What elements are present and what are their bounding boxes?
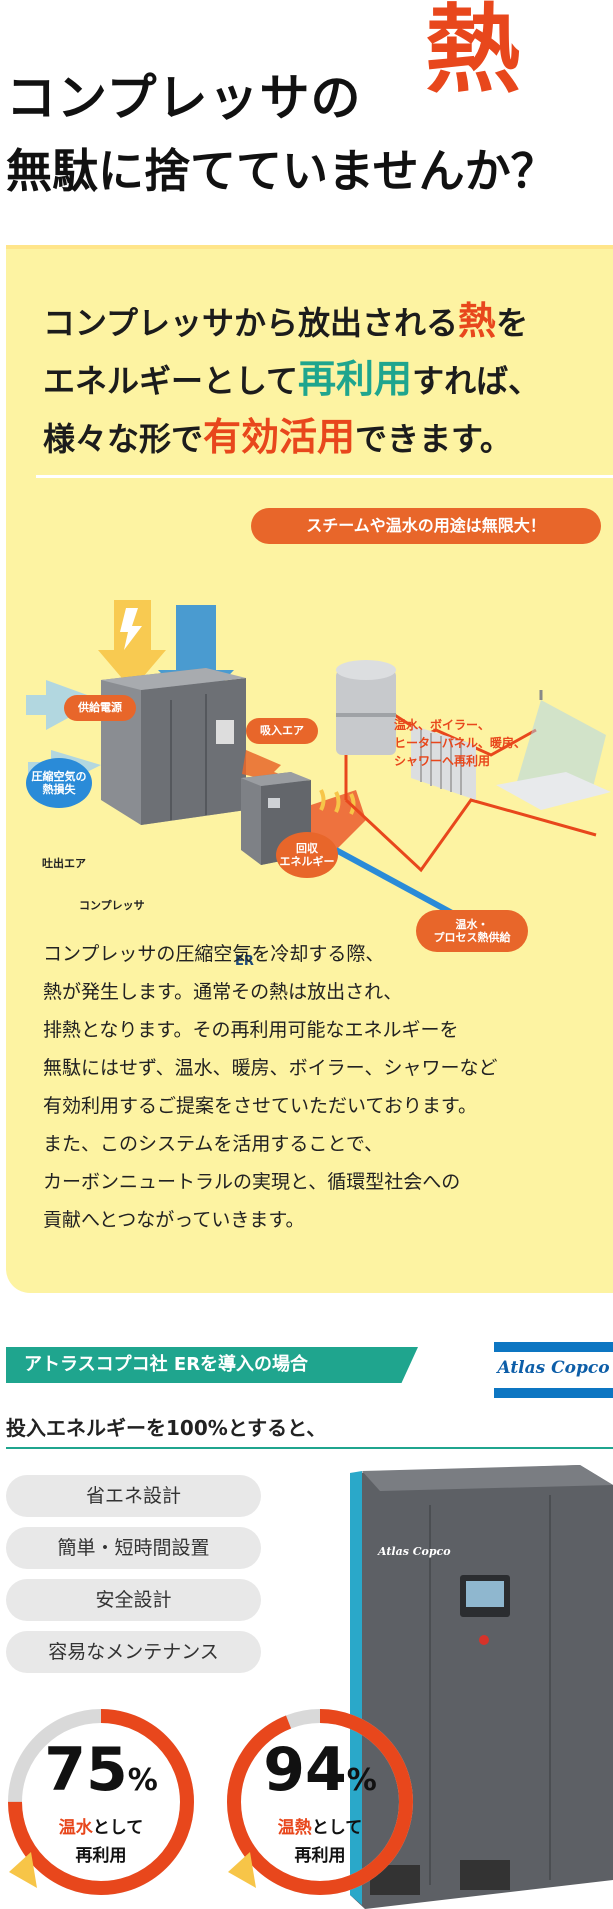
- lead-underline: [6, 1447, 613, 1449]
- boiler-icon: [336, 670, 396, 755]
- arrow-tip-icon: [228, 1852, 256, 1888]
- feature-pill: 容易なメンテナンス: [6, 1631, 261, 1673]
- hero-big-char: 熱: [425, 0, 521, 106]
- feature-pill: 省エネ設計: [6, 1475, 261, 1517]
- recovery-label: 回収エネルギー: [276, 832, 338, 878]
- divider: [36, 475, 613, 478]
- heat-recovery-diagram: 供給電源 吸入エア 圧縮空気の熱損失 吐出エア コンプレッサ 回収エネルギー E…: [6, 550, 613, 1150]
- supply-label: 温水・プロセス熱供給: [416, 910, 528, 952]
- radiator-icon: [411, 725, 476, 800]
- hero-line2: 無駄に捨てていませんか？: [6, 144, 557, 198]
- heatloss-arrow-icon: [26, 680, 101, 730]
- intro-headline: コンプレッサから放出される熱を エネルギーとして再利用すれば、 様々な形で有効活…: [43, 299, 541, 459]
- lightning-icon: [120, 608, 142, 650]
- power-label: 供給電源: [64, 695, 136, 721]
- arrow-tip-icon: [9, 1852, 37, 1888]
- uses-badge: スチームや温水の用途は無限大！: [251, 508, 601, 544]
- atlas-copco-logo: Atlas Copco: [494, 1342, 613, 1402]
- lead-text: 投入エネルギーを100%とすると、: [6, 1416, 327, 1440]
- panel-top-stripe: [6, 245, 613, 249]
- stat-hot-water: 75% 温水として再利用: [1, 1702, 201, 1902]
- feature-pill: 安全設計: [6, 1579, 261, 1621]
- body-text: コンプレッサの圧縮空気を冷却する際、 熱が発生します。通常その熱は放出され、 排…: [43, 943, 498, 1231]
- outlet-label: 吐出エア: [42, 857, 86, 870]
- section-title: アトラスコプコ社 ERを導入の場合: [6, 1347, 418, 1383]
- explanation-panel: コンプレッサから放出される熱を エネルギーとして再利用すれば、 様々な形で有効活…: [6, 245, 613, 1293]
- er-label: ER: [235, 954, 254, 969]
- uses-label: 温水、ボイラー、 ヒーターパネル、暖房、 シャワーへ再利用: [394, 718, 526, 768]
- stat-heat: 94% 温熱として再利用: [220, 1702, 420, 1902]
- diagram-illustration: [26, 600, 611, 948]
- power-arrow-icon: [98, 600, 166, 690]
- shower-icon: [496, 690, 611, 810]
- progress-ring: [227, 1709, 413, 1895]
- compressor-label: コンプレッサ: [79, 899, 145, 912]
- hot-supply-line: [344, 798, 597, 873]
- intake-label: 吸入エア: [246, 718, 318, 744]
- progress-ring: [8, 1709, 194, 1895]
- machine-logo: Atlas Copco: [378, 1545, 451, 1558]
- heatloss-label: 圧縮空気の熱損失: [26, 758, 92, 808]
- hero-line1: コンプレッサの: [6, 69, 362, 127]
- feature-pill: 簡単・短時間設置: [6, 1527, 261, 1569]
- hero: コンプレッサの 熱 無駄に捨てていませんか？: [0, 0, 613, 240]
